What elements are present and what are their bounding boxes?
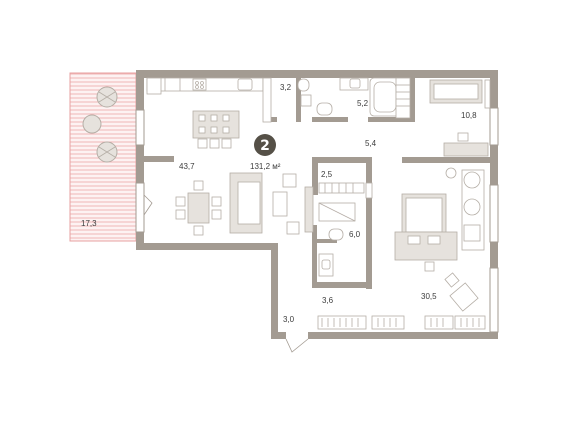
room-area-hall: 5,4 xyxy=(365,139,377,148)
wardrobe-rail xyxy=(318,182,365,194)
wall-bath-bottom-right xyxy=(368,117,412,122)
wall-right-top xyxy=(490,70,498,108)
bathroom-fixtures xyxy=(316,77,411,119)
wardrobe xyxy=(317,315,367,330)
study-wardrobe xyxy=(484,79,491,109)
bar-stool xyxy=(197,138,208,149)
room-area-corridor: 3,6 xyxy=(322,296,334,305)
room-area-wc: 3,2 xyxy=(280,83,292,92)
wall-bath2-bottom xyxy=(312,282,372,288)
wall-right-lower xyxy=(490,242,498,268)
stove-icon xyxy=(192,78,207,91)
armchair xyxy=(449,282,479,312)
dining-table xyxy=(187,192,210,224)
storage-shelf xyxy=(365,182,373,199)
sink-icon xyxy=(237,78,253,91)
room-area-bathroom: 5,2 xyxy=(357,99,369,108)
bar-stool xyxy=(209,138,220,149)
rooms-badge-circle xyxy=(254,134,276,156)
wall-storage-top xyxy=(312,157,372,163)
toilet-icon xyxy=(328,228,344,241)
desk xyxy=(443,142,489,157)
toilet-icon xyxy=(316,102,333,116)
wall-living-bottom xyxy=(136,243,278,250)
rooms-badge: 2 xyxy=(254,134,276,156)
wardrobes xyxy=(317,315,486,330)
dining-set xyxy=(175,180,222,236)
room-area-entry: 3,0 xyxy=(283,315,295,324)
wall-left-lower xyxy=(136,232,144,250)
wall-bath2-mid xyxy=(317,239,337,243)
wall-left-mid xyxy=(136,145,144,183)
rooms-count: 2 xyxy=(260,138,270,154)
room-area-terrace: 17,3 xyxy=(81,219,97,228)
room-area-storage: 2,5 xyxy=(321,170,333,179)
wall-bottom xyxy=(308,332,498,339)
total-area: 131,2 м² xyxy=(250,162,281,171)
toilet-icon xyxy=(297,78,310,92)
bath-shelf xyxy=(395,77,411,119)
wardrobe xyxy=(371,315,405,330)
coffee-table xyxy=(272,191,288,217)
room-area-living: 43,7 xyxy=(179,162,195,171)
armchair xyxy=(282,173,297,188)
bar-stool xyxy=(221,138,232,149)
room-area-study: 10,8 xyxy=(461,111,477,120)
wall-study-bottom xyxy=(402,157,494,163)
wall-entry-left xyxy=(271,243,278,339)
living-furniture xyxy=(229,172,314,235)
room-area-bedroom: 30,5 xyxy=(421,292,437,301)
wall-wc-right xyxy=(296,74,301,122)
wall-entry-bottom xyxy=(271,332,286,339)
entry-door xyxy=(285,338,309,353)
bathroom-2-fixtures xyxy=(318,202,356,277)
wall-left-upper xyxy=(136,70,144,110)
terrace-chair-1 xyxy=(96,86,118,108)
terrace-chair-2 xyxy=(96,141,118,163)
terrace-door xyxy=(143,194,153,216)
wc-fixtures xyxy=(297,78,312,107)
room-area-bathroom-2: 6,0 xyxy=(349,230,361,239)
storage-fixtures xyxy=(318,182,373,199)
study-furniture xyxy=(429,79,491,157)
wardrobe xyxy=(424,315,454,330)
windows xyxy=(139,108,495,332)
nightstand xyxy=(424,261,435,272)
doors xyxy=(143,194,309,353)
kitchen xyxy=(146,77,272,149)
bedroom-furniture xyxy=(394,167,485,312)
tv-unit xyxy=(304,186,314,233)
wardrobe xyxy=(454,315,486,330)
terrace xyxy=(69,72,137,242)
wall-bath-bottom-left xyxy=(312,117,348,122)
desk-chair xyxy=(457,132,469,142)
wall-core-right xyxy=(366,157,372,289)
wall-right-mid xyxy=(490,145,498,185)
fridge xyxy=(146,77,162,95)
walls xyxy=(136,70,498,339)
wall-bath2-left xyxy=(312,225,317,288)
window-frames xyxy=(135,107,499,333)
wall-top xyxy=(136,70,498,78)
side-table xyxy=(444,272,460,288)
wall-storage-left xyxy=(312,157,318,195)
kitchen-tall-unit xyxy=(262,77,272,123)
pouf xyxy=(286,221,300,235)
wall-living-stub xyxy=(144,156,174,162)
wall-bath-right xyxy=(410,74,415,122)
wc-sink xyxy=(300,94,312,107)
terrace-table xyxy=(82,114,102,134)
